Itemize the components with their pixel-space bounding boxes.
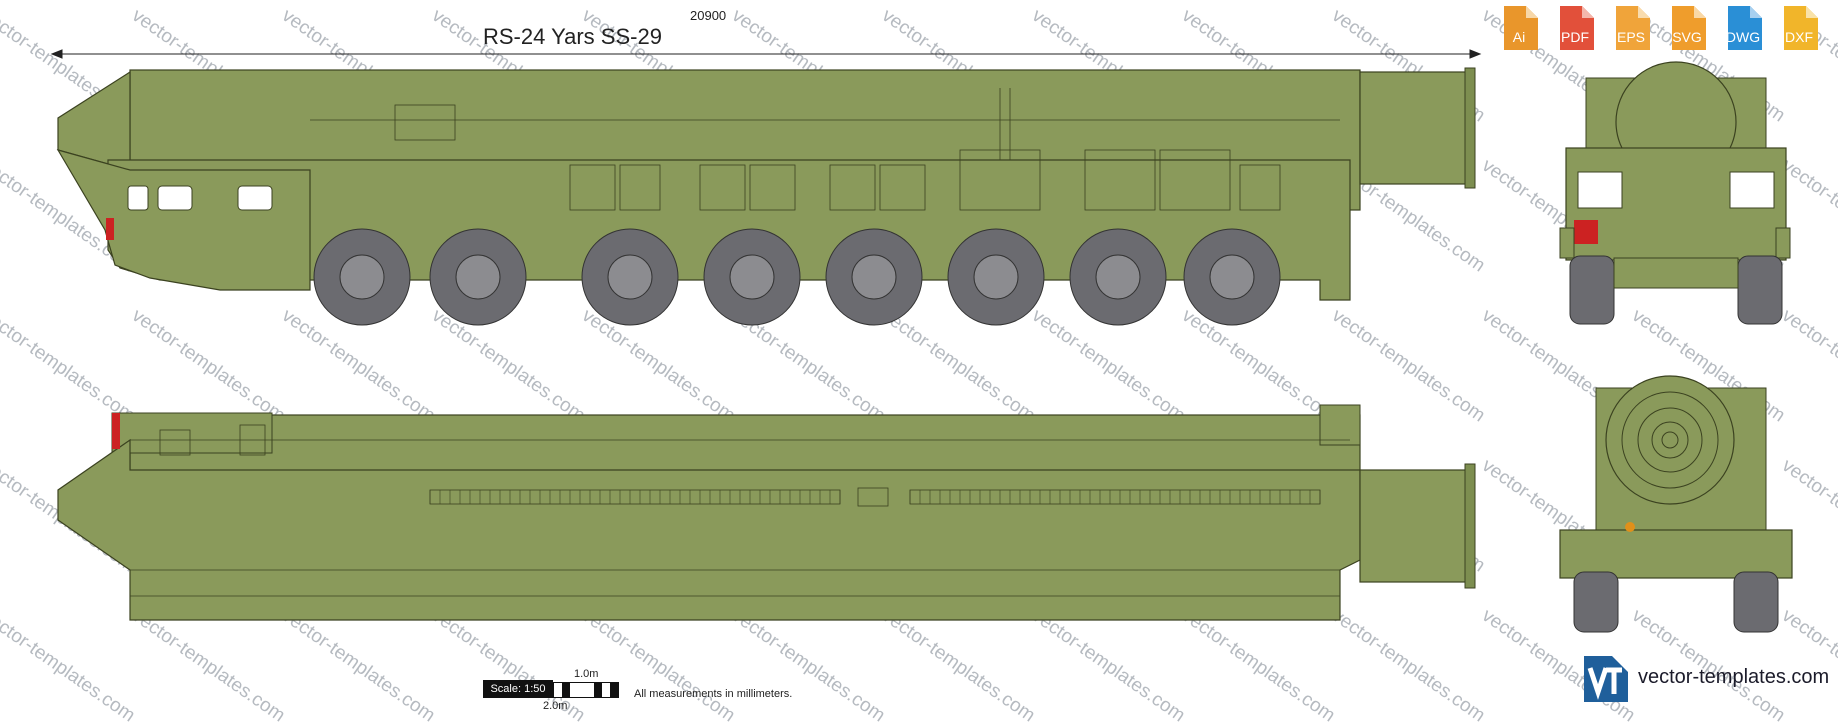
tail-lamp <box>106 218 114 240</box>
ai-file-icon[interactable]: Ai <box>1498 4 1540 52</box>
scale-1m-label: 1.0m <box>574 668 599 680</box>
cab-window <box>127 185 149 211</box>
rail-ticks <box>429 490 1321 504</box>
pdf-file-icon[interactable]: PDF <box>1554 4 1596 52</box>
wheel-hub <box>455 254 501 300</box>
scale-2m-label: 2.0m <box>543 700 568 712</box>
drawing-title: RS-24 Yars SS-29 <box>483 24 662 49</box>
brand[interactable]: vector-templates.com <box>1578 654 1829 704</box>
file-shape <box>1504 6 1538 50</box>
cab-window <box>157 185 193 211</box>
wheel-hub <box>729 254 775 300</box>
wheel-hub <box>973 254 1019 300</box>
wheel-hub <box>607 254 653 300</box>
file-shape <box>1560 6 1594 50</box>
eps-file-icon[interactable]: EPS <box>1610 4 1652 52</box>
dimension-line <box>50 49 1482 59</box>
dwg-file-icon[interactable]: DWG <box>1722 4 1764 52</box>
top-nozzle <box>1359 469 1471 583</box>
wheel-set <box>313 228 1281 326</box>
vt-logo-icon <box>1584 656 1628 702</box>
body-panels <box>130 88 1350 211</box>
scale-bar <box>553 682 619 698</box>
dimension-value: 20900 <box>690 8 727 23</box>
top-view <box>57 404 1476 621</box>
nozzle-cap <box>1359 71 1471 185</box>
cab-body <box>56 149 311 291</box>
file-shape <box>1728 6 1762 50</box>
wheel-hub <box>851 254 897 300</box>
side-view <box>56 67 1476 326</box>
rear-tire <box>1733 571 1779 633</box>
front-windscreen <box>1729 171 1775 209</box>
rear-tire <box>1573 571 1619 633</box>
brand-name: vector-templates.com <box>1638 666 1830 688</box>
rear-view <box>1559 375 1793 633</box>
file-shape <box>1784 6 1818 50</box>
file-shape <box>1616 6 1650 50</box>
front-windscreen <box>1577 171 1623 209</box>
wheel-hub <box>1095 254 1141 300</box>
front-tire <box>1569 255 1615 325</box>
wheel-hub <box>339 254 385 300</box>
dxf-file-icon[interactable]: DXF <box>1778 4 1820 52</box>
front-view <box>1559 61 1791 325</box>
top-nose <box>57 438 1361 621</box>
front-tire <box>1737 255 1783 325</box>
file-shape <box>1672 6 1706 50</box>
measurement-note: All measurements in millimeters. <box>634 688 793 700</box>
wheel-hub <box>1209 254 1255 300</box>
svg-file-icon[interactable]: SVG <box>1666 4 1708 52</box>
rear-nozzle-outer <box>1605 375 1735 505</box>
scale-label: Scale: 1:50 <box>483 680 553 698</box>
cab-window <box>237 185 273 211</box>
